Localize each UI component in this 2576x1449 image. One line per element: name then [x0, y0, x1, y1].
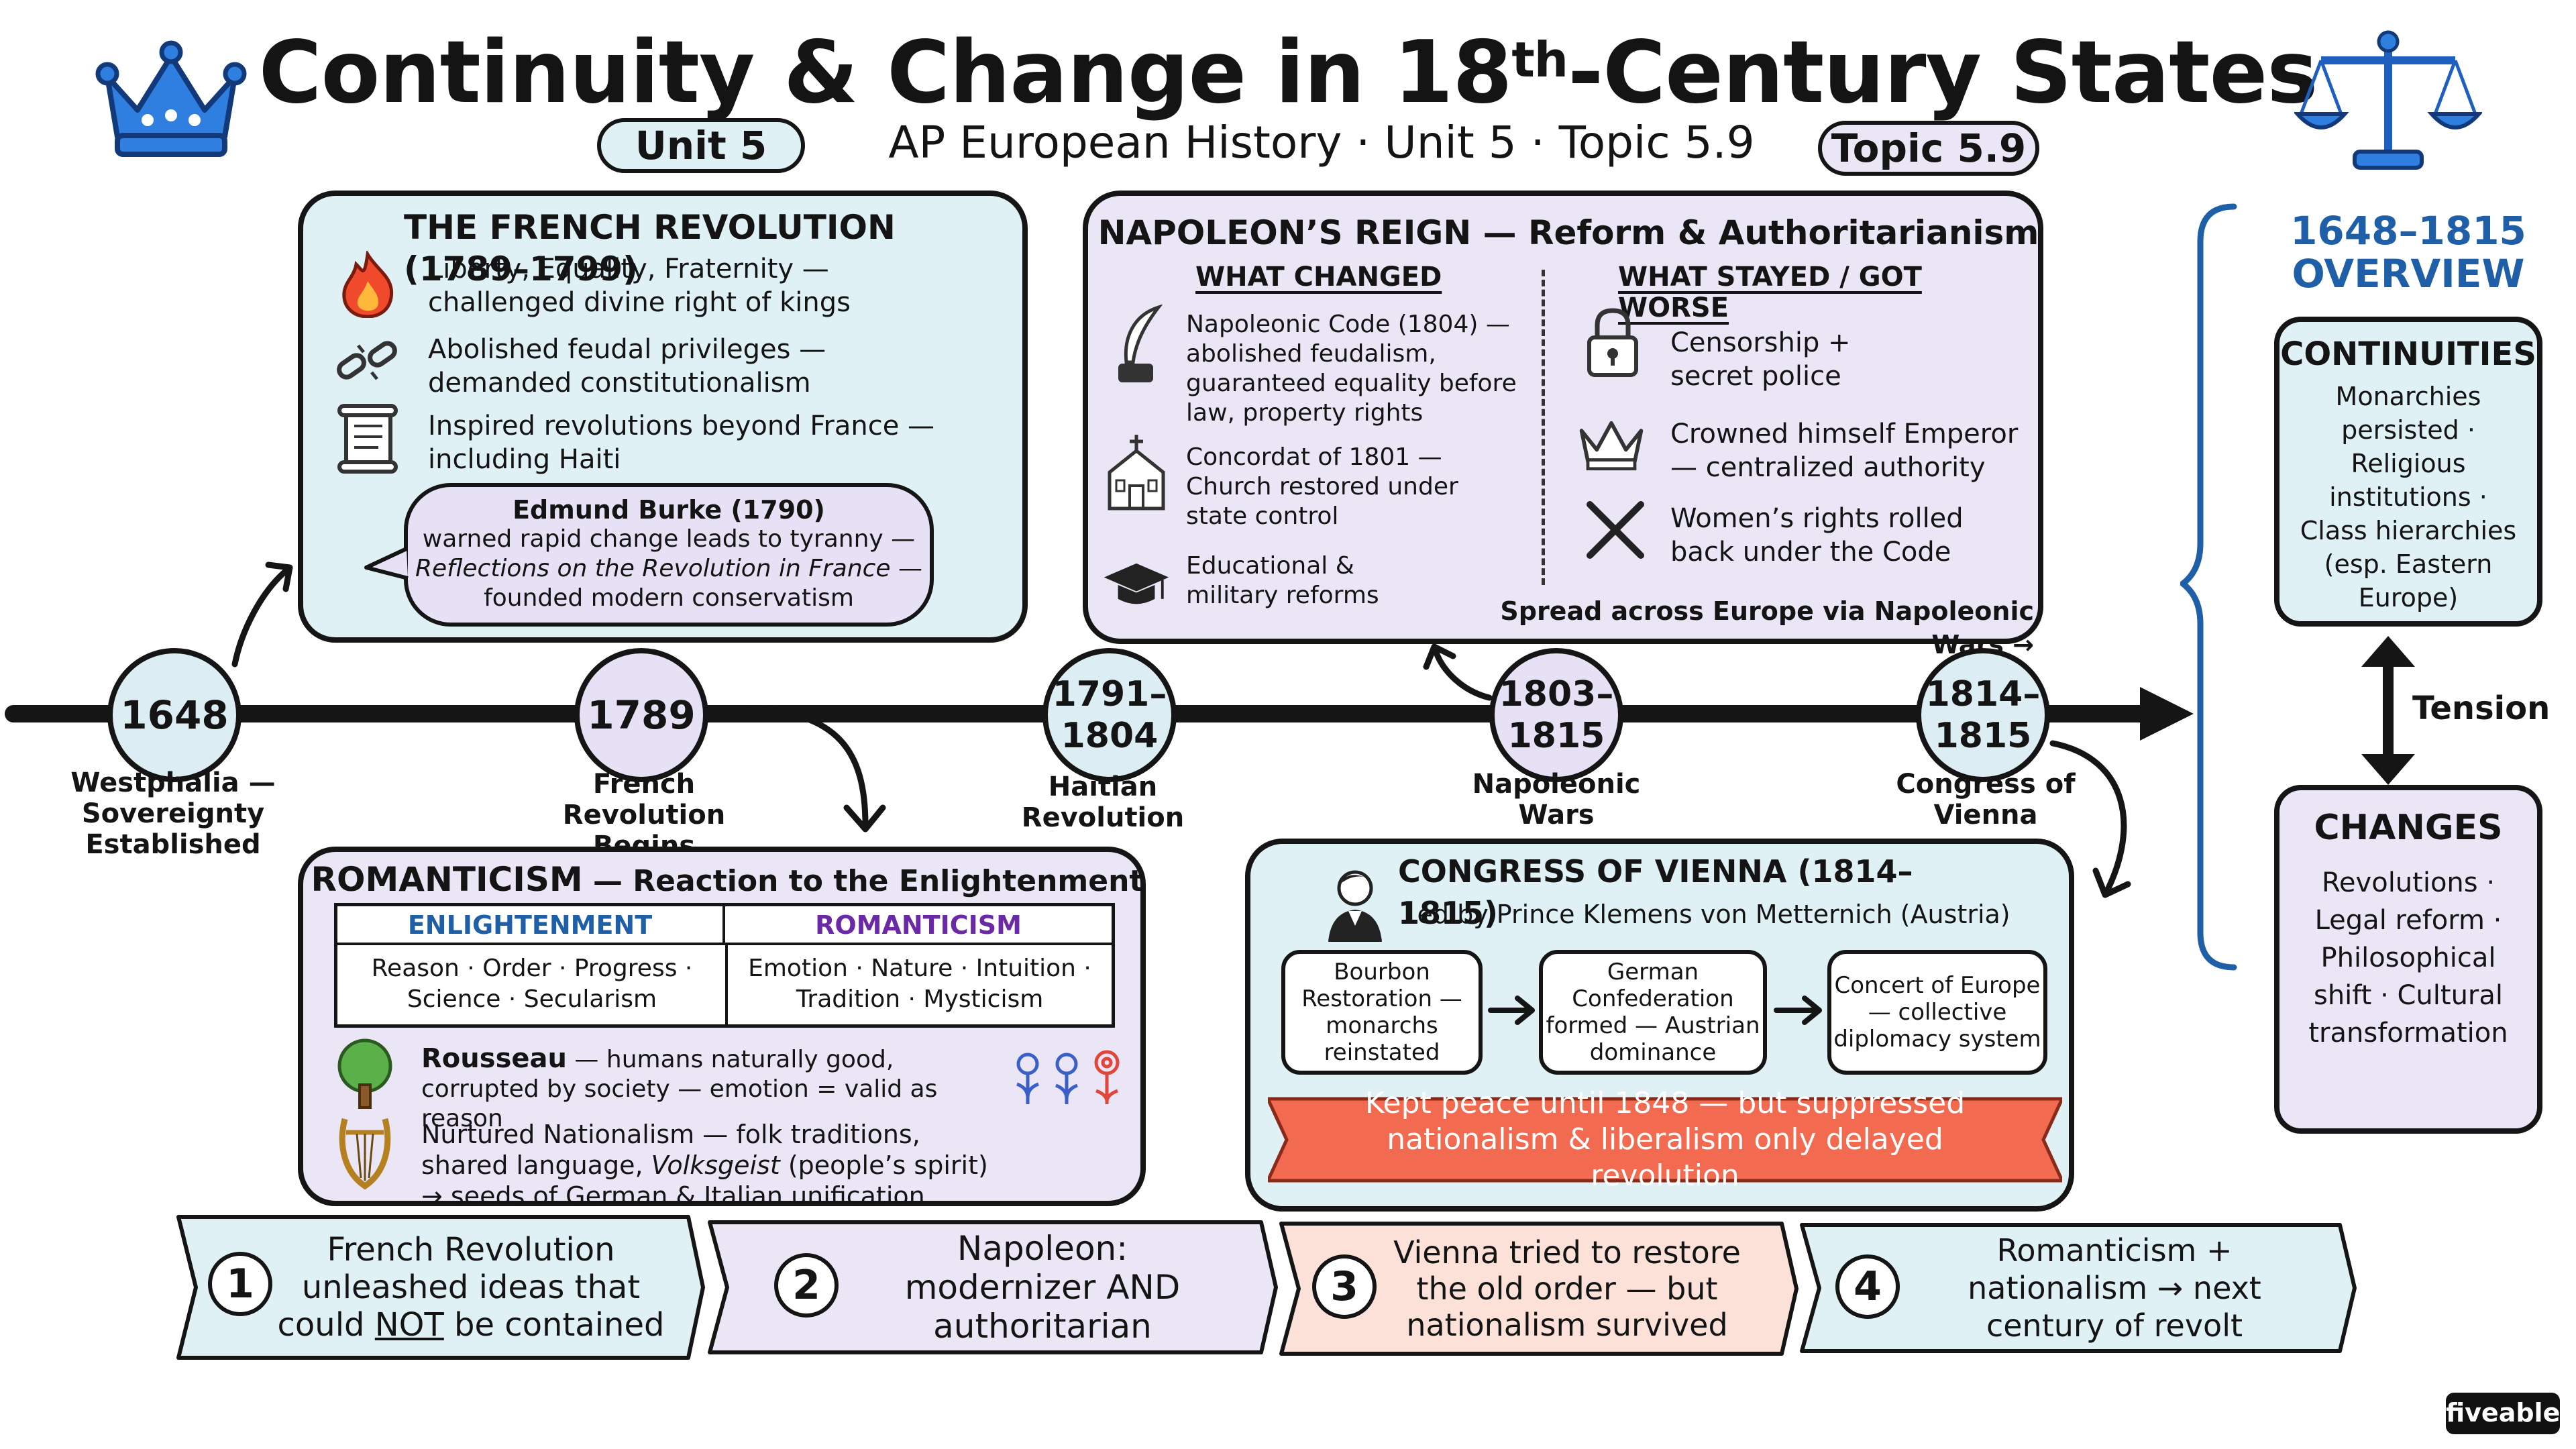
burke-name: Edmund Burke (1790) [513, 495, 825, 525]
vienna-step-3: Concert of Europe — collective diplomacy… [1827, 950, 2047, 1075]
rousseau-text: Rousseau — humans naturally good, corrup… [421, 1043, 938, 1132]
timeline-node-1648: 1648 [107, 648, 241, 782]
romanticism-title: ROMANTICISM — Reaction to the Enlightenm… [311, 860, 1144, 899]
takeaway-1-text: French Revolution unleashed ideas that c… [277, 1231, 665, 1344]
continuities-box: CONTINUITIES Monarchies persisted · Reli… [2274, 317, 2542, 627]
page-subtitle: AP European History · Unit 5 · Topic 5.9 [888, 117, 1755, 168]
vienna-title: CONGRESS OF VIENNA (1814–1815) [1398, 853, 1913, 931]
takeaway-4: 4 Romanticism + nationalism → next centu… [1799, 1221, 2357, 1355]
quill-icon [1102, 305, 1171, 382]
tension-label: Tension [2412, 690, 2551, 727]
crown-icon [94, 30, 248, 164]
stayed-item-1: Censorship + secret police [1670, 327, 1851, 392]
fiveable-logo: fiveable [2446, 1393, 2560, 1434]
takeaway-3-text: Vienna tried to restore the old order — … [1393, 1234, 1741, 1343]
romanticism-card: ROMANTICISM — Reaction to the Enlightenm… [298, 847, 1146, 1211]
takeaway-1-number: 1 [208, 1252, 272, 1316]
timeline-node-napoleonic: 1803– 1815 [1489, 648, 1623, 782]
burke-bubble: Edmund Burke (1790) warned rapid change … [404, 483, 934, 627]
timeline-node-haiti: 1791– 1804 [1042, 648, 1177, 782]
fr-item-3: Inspired revolutions beyond France — inc… [428, 411, 935, 475]
vienna-card: CONGRESS OF VIENNA (1814–1815) Led by Pr… [1245, 839, 2074, 1212]
fr-item-2: Abolished feudal privileges — demanded c… [428, 334, 826, 398]
napoleon-footer: Spread across Europe via Napoleonic Wars… [1500, 596, 2034, 659]
changed-item-2: Concordat of 1801 — Church restored unde… [1186, 443, 1458, 530]
takeaway-1: 1 French Revolution unleashed ideas that… [176, 1213, 706, 1362]
bubble-tail [364, 547, 409, 580]
portrait-icon [1322, 864, 1389, 947]
x-mark-icon [1580, 495, 1650, 565]
timeline-label-haiti: Haitian Revolution [1021, 771, 1185, 833]
stayed-item-2: Crowned himself Emperor — centralized au… [1670, 419, 2019, 483]
table-cell-enlightenment: Reason · Order · Progress · Science · Se… [371, 955, 693, 1013]
changes-box: CHANGES Revolutions · Legal reform · Phi… [2274, 785, 2542, 1134]
overview-title: 1648–1815 OVERVIEW [2290, 208, 2526, 297]
tree-icon [330, 1038, 400, 1109]
crown-icon [1576, 408, 1646, 478]
comparison-table: ENLIGHTENMENT ROMANTICISM Reason · Order… [334, 903, 1115, 1028]
unit-pill: Unit 5 [597, 118, 805, 173]
takeaway-3: 3 Vienna tried to restore the old order … [1279, 1220, 1799, 1358]
step-arrows [1488, 996, 1822, 1025]
changes-text: Revolutions · Legal reform · Philosophic… [2308, 867, 2508, 1049]
table-header-romanticism: ROMANTICISM [725, 906, 1112, 945]
broken-chain-icon [333, 327, 402, 397]
napoleon-title: NAPOLEON’S REIGN — Reform & Authoritaria… [1097, 213, 2039, 252]
takeaway-2: 2 Napoleon: modernizer AND authoritarian [707, 1218, 1279, 1356]
changed-heading: WHAT CHANGED [1195, 262, 1442, 292]
scales-icon [2293, 27, 2483, 174]
overview-bracket [2180, 203, 2237, 971]
table-cell-romanticism: Emotion · Nature · Intuition · Tradition… [748, 955, 1091, 1013]
vienna-banner: Kept peace until 1848 — but suppressed n… [1268, 1086, 2062, 1193]
continuities-text: Monarchies persisted · Religious institu… [2300, 382, 2517, 612]
vienna-step-1: Bourbon Restoration — monarchs reinstate… [1281, 950, 1483, 1075]
fr-item-1: Liberty, Equality, Fraternity — challeng… [428, 254, 851, 318]
takeaway-4-number: 4 [1835, 1254, 1900, 1319]
vienna-step-2: German Confederation formed — Austrian d… [1539, 950, 1767, 1075]
column-divider [1542, 270, 1545, 585]
tension-arrow [2361, 636, 2415, 785]
burke-line-2: Reflections on the Revolution in France … [415, 555, 923, 582]
table-header-enlightenment: ENLIGHTENMENT [337, 906, 725, 945]
vienna-led-by: Led by Prince Klemens von Metternich (Au… [1403, 900, 2010, 929]
takeaway-4-text: Romanticism + nationalism → next century… [1968, 1232, 2261, 1344]
takeaway-2-text: Napoleon: modernizer AND authoritarian [904, 1229, 1181, 1346]
changed-item-3: Educational & military reforms [1186, 552, 1379, 609]
folk-flowers-icon [1008, 1037, 1128, 1114]
timeline-label-napoleonic: Napoleonic Wars [1472, 769, 1641, 830]
burke-line-3: founded modern conservatism [484, 584, 854, 612]
scroll-icon [333, 404, 402, 474]
french-revolution-title: THE FRENCH REVOLUTION (1789–1799) [404, 208, 896, 288]
timeline-node-1789: 1789 [574, 648, 708, 782]
takeaway-3-number: 3 [1312, 1254, 1377, 1319]
timeline-label-vienna: Congress of Vienna [1896, 769, 2076, 830]
timeline-label-1648: Westphalia — Sovereignty Established [70, 767, 276, 860]
topic-pill: Topic 5.9 [1818, 121, 2039, 176]
page-title: Continuity & Change in 18th-Century Stat… [258, 23, 2318, 123]
flame-icon [333, 250, 402, 319]
burke-line-1: warned rapid change leads to tyranny — [422, 525, 916, 553]
stayed-heading: WHAT STAYED / GOT WORSE [1618, 262, 1922, 323]
french-revolution-card: THE FRENCH REVOLUTION (1789–1799) Libert… [298, 191, 1028, 643]
changed-item-1: Napoleonic Code (1804) — abolished feuda… [1186, 311, 1517, 427]
stayed-item-3: Women’s rights rolled back under the Cod… [1670, 503, 1964, 568]
church-icon [1102, 435, 1171, 511]
lyre-icon [330, 1118, 400, 1190]
vienna-banner-text: Kept peace until 1848 — but suppressed n… [1364, 1086, 1966, 1193]
takeaway-2-number: 2 [774, 1253, 839, 1318]
padlock-icon [1578, 307, 1648, 377]
graduation-cap-icon [1102, 550, 1171, 620]
timeline-node-vienna: 1814– 1815 [1916, 648, 2050, 782]
nationalism-text: Nurtured Nationalism — folk traditions, … [421, 1120, 988, 1211]
continuities-heading: CONTINUITIES [2280, 335, 2536, 373]
changes-heading: CHANGES [2314, 808, 2503, 848]
napoleon-card: NAPOLEON’S REIGN — Reform & Authoritaria… [1083, 191, 2043, 659]
